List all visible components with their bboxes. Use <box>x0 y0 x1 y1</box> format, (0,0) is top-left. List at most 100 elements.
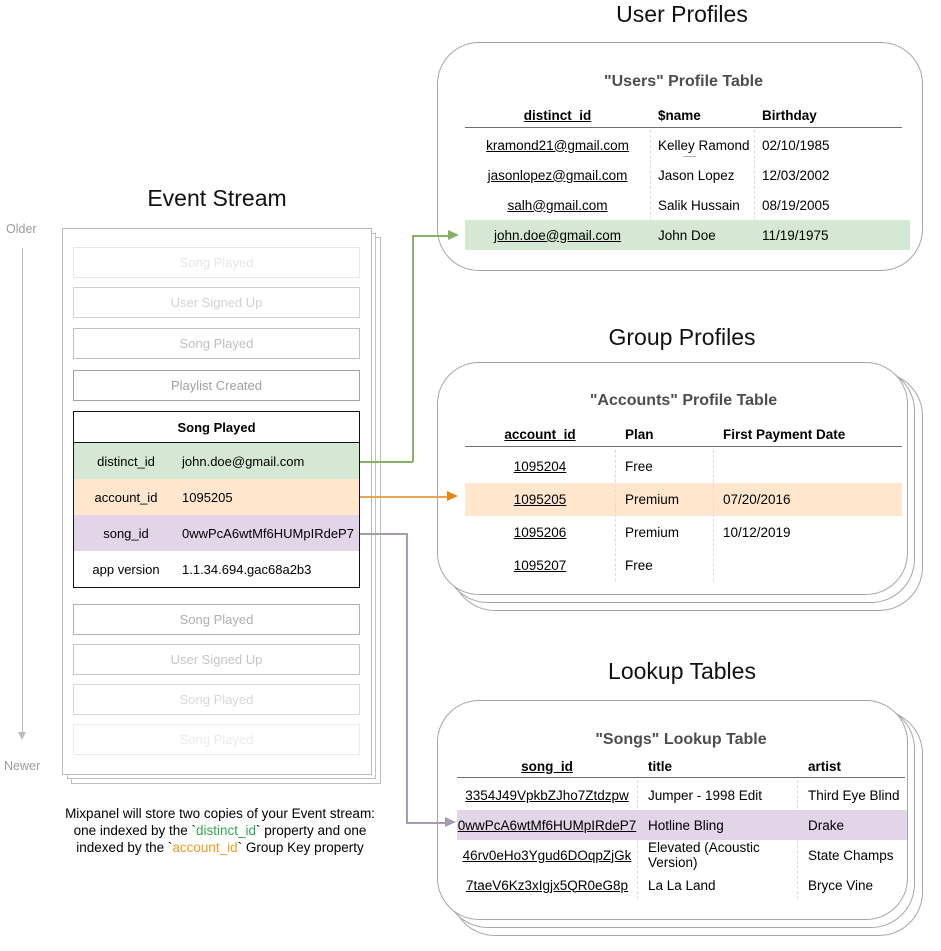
purple-connector <box>360 533 407 535</box>
table-row-highlighted: 0wwPcA6wtMf6HUMpIRdeP7 Hotline Bling Dra… <box>457 810 907 840</box>
cell-account-id: 1095207 <box>513 558 567 573</box>
column-header: First Payment Date <box>723 426 846 442</box>
cell-birthday: 11/19/1975 <box>762 227 829 243</box>
cell-artist: Drake <box>808 817 845 833</box>
orange-connector <box>360 496 448 498</box>
purple-connector <box>406 533 408 823</box>
event-property-row-app-version: app version 1.1.34.694.gac68a2b3 <box>74 551 359 587</box>
cell-song-id: 0wwPcA6wtMf6HUMpIRdeP7 <box>457 817 637 833</box>
event-pill: User Signed Up <box>73 287 360 318</box>
cell-artist: Bryce Vine <box>808 877 874 893</box>
table-row: 1095206 Premium 10/12/2019 <box>465 516 902 549</box>
event-pill: User Signed Up <box>73 644 360 675</box>
cell-account-id: 1095204 <box>513 459 567 474</box>
accounts-highlight-band <box>465 483 902 516</box>
songs-table-title: "Songs" Lookup Table <box>595 731 767 748</box>
orange-arrow-icon <box>447 491 458 501</box>
cell-title: Jumper - 1998 Edit <box>648 787 763 803</box>
event-pill: Song Played <box>73 604 360 635</box>
column-header: title <box>648 758 673 774</box>
lookup-tables-title: Lookup Tables <box>608 658 756 684</box>
green-connector <box>412 235 414 462</box>
cell-birthday: 02/10/1985 <box>762 137 830 153</box>
accounts-table-title: "Accounts" Profile Table <box>589 392 778 409</box>
event-pill-label: Playlist Created <box>170 378 263 393</box>
property-value: 0wwPcA6wtMf6HUMpIRdeP7 <box>182 525 354 541</box>
caption-line-2: one indexed by the `distinct_id` propert… <box>73 823 367 838</box>
caption-account-id: account_id <box>172 840 238 855</box>
property-key: app version <box>92 561 160 577</box>
expanded-event-card: Song Played distinct_id john.doe@gmail.c… <box>73 411 360 588</box>
cell-name: Kelley Ramond <box>658 137 750 153</box>
cell-name: Salik Hussain <box>658 197 740 213</box>
table-row: 7taeV6Kz3xIgjx5QR0eG8p La La Land Bryce … <box>457 870 907 900</box>
property-value: 1.1.34.694.gac68a2b3 <box>182 561 312 577</box>
green-connector <box>360 461 413 463</box>
cell-song-id: 46rv0eHo3Ygud6DOqpZjGk <box>462 847 632 863</box>
column-separator <box>637 780 638 899</box>
event-pill: Song Played <box>73 247 360 278</box>
event-pill-label: Song Played <box>179 255 254 270</box>
table-row-highlighted: john.doe@gmail.com John Doe 11/19/1975 <box>465 220 910 250</box>
timeline-line <box>22 248 23 732</box>
users-highlight-band <box>465 220 910 250</box>
property-value: john.doe@gmail.com <box>182 453 305 469</box>
cell-distinct-id: kramond21@gmail.com <box>486 137 629 153</box>
cell-artist: Third Eye Blind <box>808 787 900 803</box>
event-pill-label: Song Played <box>179 612 254 627</box>
event-pill-label: Song Played <box>179 336 254 351</box>
cell-distinct-id: salh@gmail.com <box>507 197 608 213</box>
purple-connector <box>406 822 446 824</box>
column-header: $name <box>658 107 701 123</box>
cell-name: Jason Lopez <box>658 167 735 183</box>
table-row: salh@gmail.com Salik Hussain 08/19/2005 <box>465 190 910 220</box>
accounts-header-row: account_id Plan First Payment Date <box>465 422 902 446</box>
cell-first-payment: 10/12/2019 <box>723 525 791 540</box>
decorative-dash <box>683 156 696 157</box>
property-value: 1095205 <box>182 489 233 505</box>
event-pill: Song Played <box>73 684 360 715</box>
cell-birthday: 12/03/2002 <box>762 167 830 183</box>
cell-plan: Premium <box>625 492 680 507</box>
property-key: account_id <box>94 489 158 505</box>
table-row: 1095207 Free <box>465 549 902 582</box>
column-header: Plan <box>625 426 654 442</box>
column-header: song_id <box>521 758 573 774</box>
timeline-newer-label: Newer <box>4 759 41 773</box>
column-header: artist <box>808 758 842 774</box>
header-separator <box>465 446 902 447</box>
cell-account-id: 1095206 <box>513 525 567 540</box>
cell-song-id: 7taeV6Kz3xIgjx5QR0eG8p <box>465 877 629 893</box>
cell-artist: State Champs <box>808 847 894 863</box>
table-row: 3354J49VpkbZJho7Ztdzpw Jumper - 1998 Edi… <box>457 780 907 810</box>
cell-title: La La Land <box>648 877 716 893</box>
footnote-caption: Mixpanel will store two copies of your E… <box>10 805 430 856</box>
caption-line-1: Mixpanel will store two copies of your E… <box>65 806 375 821</box>
header-separator <box>465 127 902 128</box>
table-row: jasonlopez@gmail.com Jason Lopez 12/03/2… <box>465 160 910 190</box>
event-pill-label: User Signed Up <box>170 295 263 310</box>
event-property-row-distinct-id: distinct_id john.doe@gmail.com <box>74 443 359 479</box>
cell-plan: Free <box>625 558 653 573</box>
green-arrow-icon <box>448 230 459 240</box>
user-profiles-title: User Profiles <box>616 1 748 27</box>
cell-plan: Premium <box>625 525 680 540</box>
event-pill-label: Song Played <box>179 732 254 747</box>
green-connector <box>412 235 449 237</box>
column-header: Birthday <box>762 107 817 123</box>
event-pill: Playlist Created <box>73 370 360 401</box>
group-profiles-card <box>437 362 923 611</box>
event-pill-label: Song Played <box>179 692 254 707</box>
cell-birthday: 08/19/2005 <box>762 197 830 213</box>
column-separator <box>754 130 755 250</box>
songs-highlight-band <box>457 810 907 840</box>
expanded-event-title: Song Played <box>74 412 359 443</box>
column-header: distinct_id <box>523 107 592 123</box>
timeline-arrow-down-icon <box>18 732 26 740</box>
table-row-highlighted: 1095205 Premium 07/20/2016 <box>465 483 902 516</box>
event-property-row-song-id: song_id 0wwPcA6wtMf6HUMpIRdeP7 <box>74 515 359 551</box>
group-profiles-title: Group Profiles <box>608 324 756 350</box>
column-header: account_id <box>504 426 576 442</box>
property-key: song_id <box>103 525 149 541</box>
